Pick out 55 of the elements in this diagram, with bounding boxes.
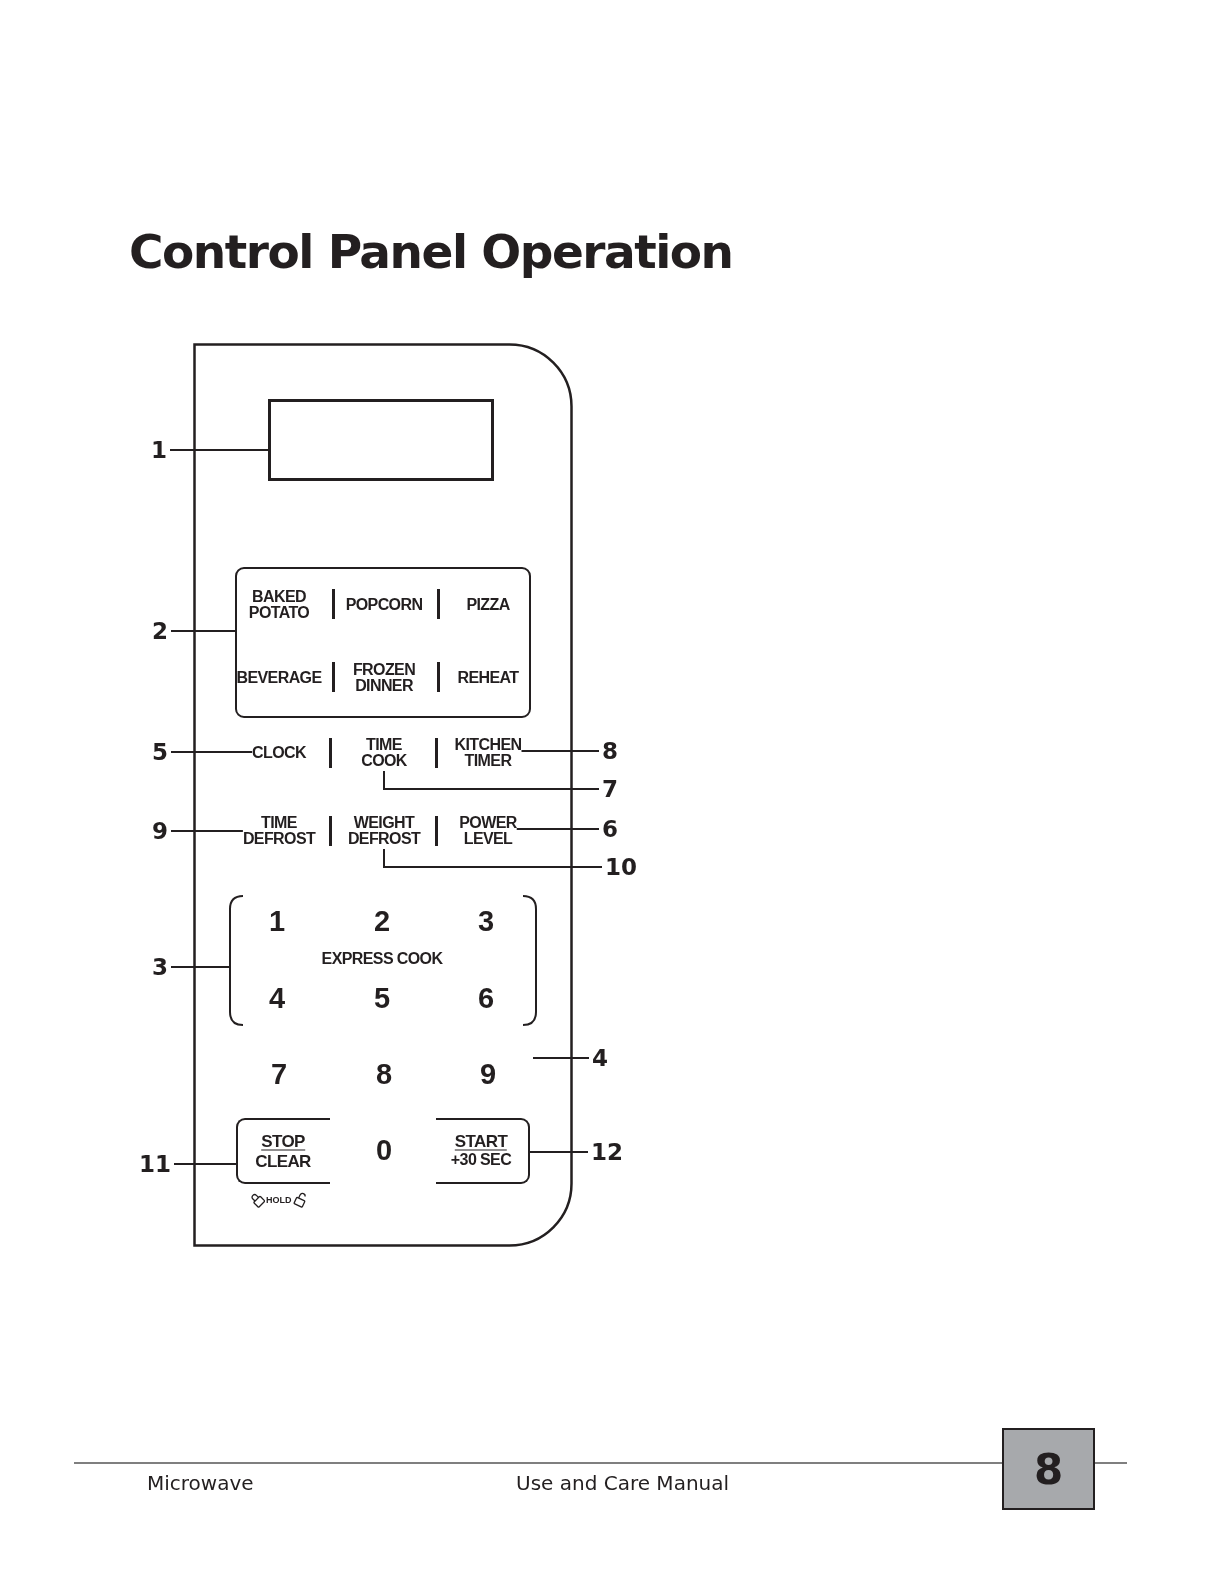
- callout-number: 6: [602, 815, 618, 843]
- page-number: 8: [1002, 1428, 1095, 1510]
- key-number: 8: [375, 1059, 393, 1089]
- button-label: PIZZA: [466, 597, 510, 613]
- leader-line: [170, 751, 254, 753]
- leader-line: [383, 770, 600, 790]
- button-label: BEVERAGE: [236, 670, 322, 686]
- preset-button-panel: [235, 567, 531, 718]
- button-label: TIME DEFROST: [242, 815, 316, 847]
- key-number: 9: [479, 1059, 497, 1089]
- key-number: 5: [373, 983, 391, 1013]
- footer-text: Microwave: [147, 1470, 254, 1496]
- key-number: 7: [270, 1059, 288, 1089]
- key-number: 3: [477, 906, 495, 936]
- callout-number: 1: [151, 436, 167, 464]
- callout-number: 2: [152, 617, 168, 645]
- hold-label: HOLD: [266, 1195, 292, 1205]
- callout-number: 9: [152, 817, 168, 845]
- button-label: POPCORN: [345, 597, 423, 613]
- leader-line: [170, 966, 230, 968]
- key-number: 0: [375, 1135, 393, 1165]
- button-label: FROZEN DINNER: [352, 662, 416, 694]
- callout-number: 8: [602, 737, 618, 765]
- leader-line: [515, 828, 600, 830]
- button-label: TIME COOK: [361, 737, 407, 769]
- leader-line: [529, 1151, 589, 1153]
- key-number: 6: [477, 983, 495, 1013]
- button-label: REHEAT: [457, 670, 519, 686]
- leader-line: [383, 848, 603, 868]
- display-window: [268, 399, 494, 481]
- button-label: KITCHEN TIMER: [454, 737, 522, 769]
- button-label: POWER LEVEL: [459, 815, 517, 847]
- leader-line: [169, 449, 269, 451]
- footer-text: Use and Care Manual: [516, 1470, 730, 1496]
- callout-number: 7: [602, 775, 618, 803]
- callout-number: 10: [605, 853, 637, 881]
- page-title: Control Panel Operation: [129, 223, 733, 281]
- leader-line: [173, 1163, 237, 1165]
- button-label: CLOCK: [252, 745, 306, 761]
- key-number: 2: [373, 906, 391, 936]
- callout-number: 3: [152, 953, 168, 981]
- button-label: WEIGHT DEFROST: [347, 815, 421, 847]
- button-label: BAKED POTATO: [248, 589, 310, 621]
- leader-line: [532, 1057, 590, 1059]
- key-number: 4: [268, 983, 286, 1013]
- callout-number: 4: [592, 1044, 608, 1072]
- callout-number: 11: [139, 1150, 171, 1178]
- leader-line: [170, 830, 244, 832]
- callout-number: 5: [152, 738, 168, 766]
- leader-line: [520, 750, 600, 752]
- start-button: START +30 SEC: [436, 1118, 530, 1184]
- button-label: EXPRESS COOK: [321, 951, 443, 967]
- callout-number: 12: [591, 1138, 623, 1166]
- leader-line: [170, 630, 236, 632]
- key-number: 1: [268, 906, 286, 936]
